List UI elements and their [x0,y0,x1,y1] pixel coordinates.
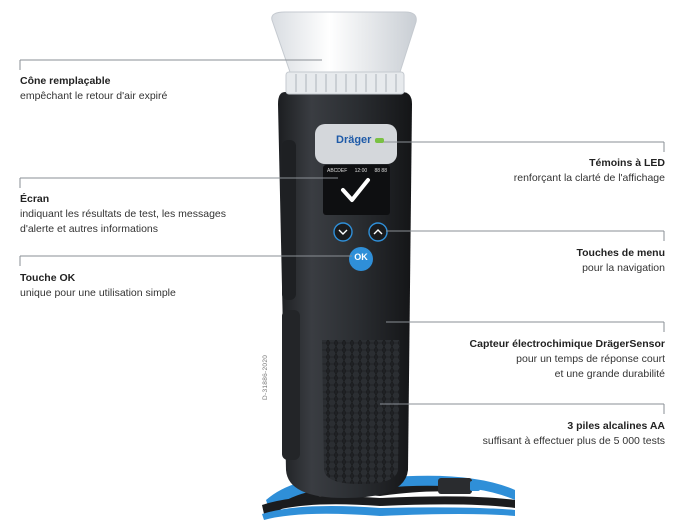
callout-led: Témoins à LED renforçant la clarté de l'… [514,156,665,186]
callout-menu: Touches de menu pour la navigation [577,246,666,276]
callout-title: Témoins à LED [589,157,665,169]
callout-title: Cône remplaçable [20,75,111,87]
callout-desc: renforçant la clarté de l'affichage [513,172,665,184]
callout-sensor: Capteur électrochimique DrägerSensor pou… [470,337,665,382]
device-body [278,92,412,498]
callout-title: 3 piles alcalines AA [567,420,665,432]
status-right: 88 88 [374,168,387,174]
callout-batteries: 3 piles alcalines AA suffisant à effectu… [483,419,665,449]
callout-title: Écran [20,193,50,205]
callout-desc: suffisant à effectuer plus de 5 000 test… [482,435,665,447]
callout-desc: pour la navigation [582,262,665,274]
status-left: ABCDEF [327,168,348,174]
status-time: 12:00 [354,168,368,174]
callout-desc: empêchant le retour d'air expiré [20,90,168,102]
ok-button[interactable]: OK [349,252,373,262]
callout-desc: d'alerte et autres informations [20,223,158,235]
callout-desc: pour un temps de réponse court [516,353,665,365]
callout-desc: unique pour une utilisation simple [20,287,176,299]
callout-ok: Touche OK unique pour une utilisation si… [20,271,176,301]
screen-status-bar: ABCDEF 12:00 88 88 [327,168,387,174]
callout-lines [19,59,665,414]
brand-name: Dräger [336,134,372,146]
callout-title: Touche OK [20,272,76,284]
callout-cone: Cône remplaçable empêchant le retour d'a… [20,74,167,104]
ok-button-label: OK [354,252,368,262]
led-indicator-icon [374,137,384,143]
product-code: D-31886-2020 [262,354,269,400]
brand-logo: Dräger [336,134,384,146]
callout-desc: et une grande durabilité [554,368,665,380]
callout-desc: indiquant les résultats de test, les mes… [20,208,227,220]
callout-title: Capteur électrochimique DrägerSensor [469,338,665,350]
callout-screen: Écran indiquant les résultats de test, l… [20,192,226,237]
mouthpiece-cone [271,11,417,95]
callout-title: Touches de menu [576,247,666,259]
